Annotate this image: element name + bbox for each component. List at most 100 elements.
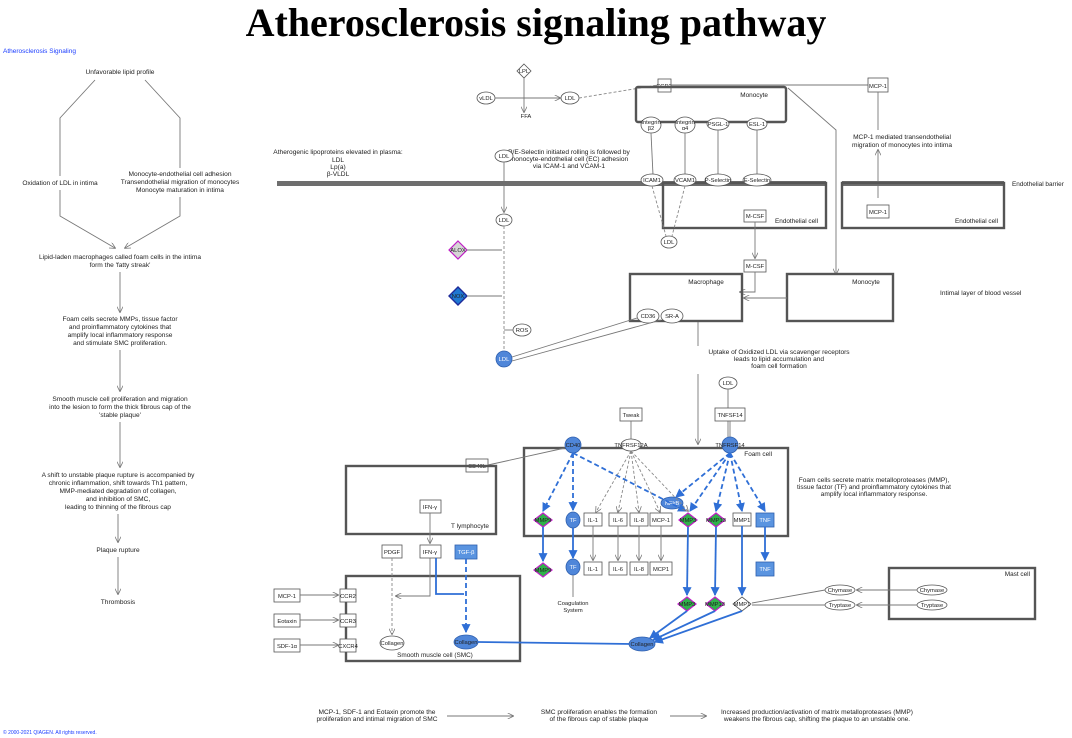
endothelial-barrier: Endothelial barrier Endothelial cell End…: [277, 87, 1065, 292]
flow-maturation: Monocyte maturation in intima: [136, 187, 224, 194]
flow-unfavorable-lipid: Unfavorable lipid profile: [86, 69, 155, 76]
node-mcp1-ec[interactable]: [866, 204, 890, 219]
node-mcp1-ec-label: MCP-1: [869, 210, 887, 216]
flow-adhesion: Monocyte-endothelial cell adhesion: [128, 171, 231, 178]
flow-mmps-1: Foam cells secrete MMPs, tissue factor: [62, 316, 178, 323]
compartment-mast-cell: [887, 566, 1037, 621]
flow-thrombosis: Thrombosis: [101, 599, 136, 606]
node-il1-out[interactable]: [583, 561, 603, 576]
node-mmp13-out-label: MMP13: [705, 602, 725, 608]
note-intimal: Intimal layer of blood vessel: [940, 290, 1022, 297]
node-cxcr4-label: CXCR4: [338, 644, 358, 650]
top-region: LPL vLDL LDL FFA CCR2 MCP-1 Monocyte Int…: [273, 63, 952, 212]
node-ifng-2[interactable]: [419, 544, 442, 559]
node-tnfsf14-label: TNFSF14: [717, 413, 743, 419]
node-ifng-2-label: IFN-γ: [423, 550, 437, 556]
compartment-foam-cell: [522, 446, 790, 538]
flow-shift-1: A shift to unstable plaque rupture is ac…: [42, 472, 196, 479]
compartment-t-lymphocyte-label: T lymphocyte: [451, 523, 489, 530]
node-mcp1-foam-label: MCP-1: [652, 518, 670, 524]
node-tnf2[interactable]: [755, 561, 775, 577]
note-lipoproteins-1: Atherogenic lipoproteins elevated in pla…: [273, 149, 403, 156]
node-pselectin[interactable]: [704, 173, 732, 187]
node-ccr2[interactable]: [339, 588, 357, 603]
lower-left-region: T lymphocyte IFN-γ IFN-γ PDGF TGF-β Smoo…: [273, 464, 633, 663]
node-integrin-a4-l1: Integrin: [675, 120, 694, 126]
note-mcp1-2: migration of monocytes into intima: [852, 142, 952, 149]
node-sra-label: SR-A: [665, 314, 679, 320]
bottom-note-2-l2: of the fibrous cap of stable plaque: [550, 716, 649, 723]
page-title: Atherosclerosis signaling pathway: [245, 0, 827, 45]
node-alox-label: ALOX: [450, 248, 466, 254]
node-eotaxin-label: Eotaxin: [277, 619, 296, 625]
flow-shift-5: leading to thinning of the fibrous cap: [65, 504, 171, 511]
node-tnf2-label: TNF: [759, 567, 771, 573]
node-tf2-label: TF: [569, 565, 577, 571]
header-link[interactable]: Atherosclerosis Signaling: [3, 48, 76, 55]
note-rolling-2: monocyte-endothelial cell (EC) adhesion: [510, 156, 629, 163]
flow-migration: Transendothelial migration of monocytes: [121, 179, 240, 186]
node-tryptase-2-label: Tryptase: [921, 603, 943, 609]
node-collagen-3[interactable]: [628, 636, 656, 652]
node-mmp3-label: MMP3: [680, 518, 697, 524]
node-ccr3[interactable]: [339, 613, 357, 628]
bottom-note-1-l2: proliferation and intimal migration of S…: [317, 716, 438, 723]
node-vldl-label: vLDL: [479, 96, 493, 102]
node-mcp1-smc-label: MCP-1: [278, 594, 296, 600]
node-sra[interactable]: [660, 308, 684, 324]
node-mcp1-out[interactable]: [649, 561, 673, 576]
node-ldl-mid-label: LDL: [499, 218, 510, 224]
flow-foam-2: form the 'fatty streak': [90, 262, 151, 269]
node-ldl-ec-label: LDL: [664, 240, 675, 246]
flow-foam-1: Lipid-laden macrophages called foam cell…: [39, 254, 201, 261]
node-cd36[interactable]: [636, 308, 660, 324]
node-sdf1-label: SDF-1α: [277, 644, 298, 650]
node-ifng-1[interactable]: [419, 499, 442, 514]
note-uptake-1: Uptake of Oxidized LDL via scavenger rec…: [708, 349, 850, 356]
node-eselectin[interactable]: [742, 173, 772, 187]
compartment-monocyte-mid: [785, 272, 895, 323]
node-nfkb-label: NFkB: [665, 501, 680, 507]
node-eotaxin[interactable]: [273, 613, 301, 628]
node-chymase-1-label: Chymase: [828, 588, 852, 594]
compartment-smc: [344, 574, 522, 663]
note-rolling-3: via ICAM-1 and VCAM-1: [533, 163, 606, 170]
node-collagen-1[interactable]: [379, 635, 405, 651]
flow-shift-3: MMP-mediated degradation of collagen,: [60, 488, 177, 495]
node-ldl-ec[interactable]: [660, 235, 678, 249]
flow-smc-1: Smooth muscle cell proliferation and mig…: [52, 396, 188, 403]
node-ccr2-top[interactable]: [657, 78, 672, 93]
node-mcp1-out-label: MCP1: [653, 567, 669, 573]
middle-region: LDL ALOX NOX ROS LDL Macrophage Monocyte…: [448, 213, 1022, 444]
note-foam-2: tissue factor (TF) and proinflammatory c…: [797, 484, 951, 491]
node-ldl-ox[interactable]: [495, 350, 513, 368]
compartment-smc-label: Smooth muscle cell (SMC): [397, 652, 473, 659]
node-tf1-label: TF: [569, 518, 577, 524]
barrier-label: Endothelial barrier: [1012, 181, 1065, 188]
node-tryptase-1-label: Tryptase: [829, 603, 851, 609]
node-il8-out[interactable]: [629, 561, 649, 576]
node-mmp3-out-label: MMP3: [679, 602, 696, 608]
node-vcam1-label: VCAM1: [675, 178, 695, 184]
node-mcp1-smc[interactable]: [273, 588, 301, 603]
node-integrin-a4-l2: α4: [682, 126, 689, 132]
node-mcsf-2-label: M-CSF: [746, 264, 765, 270]
mast-cell-region: Mast cell Chymase Tryptase Chymase Trypt…: [628, 566, 1037, 652]
copyright: © 2000-2021 QIAGEN. All rights reserved.: [3, 729, 97, 736]
note-foam-3: amplify local inflammatory response.: [821, 491, 928, 498]
node-mcsf-1-label: M-CSF: [746, 214, 765, 220]
compartment-macrophage-label: Macrophage: [688, 279, 724, 286]
node-cxcr4[interactable]: [339, 638, 357, 653]
node-sdf1[interactable]: [273, 638, 301, 653]
node-integrin-b2-l2: β2: [648, 126, 655, 132]
node-mmp1-out-label: MMP1: [734, 602, 751, 608]
compartment-endothelial-2: [840, 181, 1006, 230]
node-nox[interactable]: [448, 286, 468, 306]
node-alox[interactable]: [448, 240, 468, 260]
node-il6-out[interactable]: [608, 561, 628, 576]
node-collagen-3-label: Collagen: [631, 642, 654, 648]
node-mmp9-out[interactable]: [533, 562, 553, 578]
node-mmp9-label: MMP9: [535, 518, 552, 524]
note-lipoproteins-3: Lp(a): [330, 164, 345, 171]
